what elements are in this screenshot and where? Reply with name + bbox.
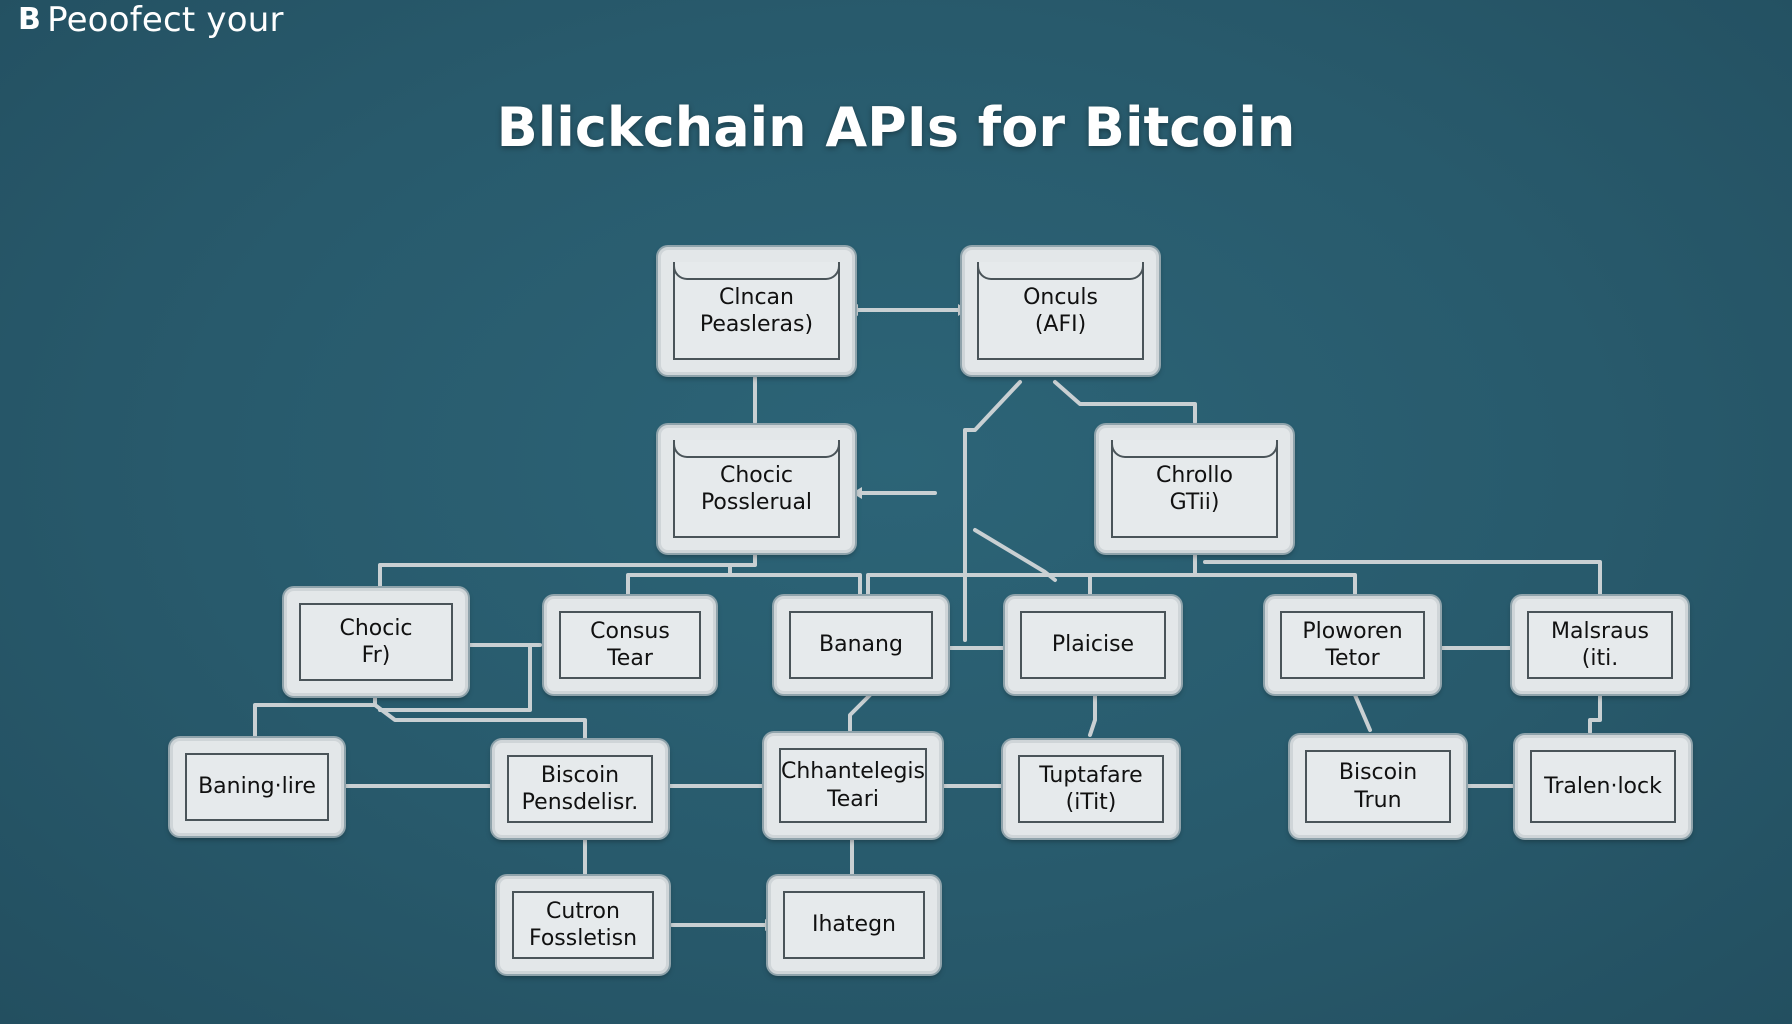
node-n11-label: Baning·lire (198, 774, 316, 800)
node-n1-label: Clncan Peasleras) (699, 284, 814, 338)
connector-n4-bus (866, 550, 1197, 598)
node-n4[interactable]: Chrollo GTii) (1096, 425, 1293, 553)
node-n11[interactable]: Baning·lire (170, 738, 344, 836)
connector-n7-n13 (848, 693, 872, 732)
connector-n4-n9 (1193, 573, 1357, 598)
node-n18-label: Ihategn (812, 912, 896, 938)
node-n17-label: Cutron Fossletisn (528, 898, 638, 952)
node-n17[interactable]: Cutron Fossletisn (497, 876, 669, 974)
node-n9[interactable]: Ploworen Tetor (1265, 596, 1440, 694)
node-n7[interactable]: Banang (774, 596, 948, 694)
node-n14-label: Tuptafare (iTit) (1039, 762, 1143, 816)
node-n15[interactable]: Biscoin Trun (1290, 735, 1466, 838)
node-n12-frame: Biscoin Pensdelisr. (507, 755, 653, 823)
node-n1[interactable]: Clncan Peasleras) (658, 247, 855, 375)
node-n6-frame: Consus Tear (559, 611, 701, 679)
connector-n3-n6 (626, 563, 732, 598)
node-n4-label: Chrollo GTii) (1155, 462, 1233, 516)
node-n7-label: Banang (819, 632, 903, 658)
node-n2[interactable]: Onculs (AFI) (962, 247, 1159, 375)
brand-header: B Peoofect your (18, 0, 284, 40)
node-n16-frame: Tralen·lock (1530, 750, 1676, 823)
node-n6[interactable]: Consus Tear (544, 596, 716, 694)
node-n3[interactable]: Chocic Posslerual (658, 425, 855, 553)
node-n7-frame: Banang (789, 611, 933, 679)
node-n1-frame: Clncan Peasleras) (673, 262, 840, 360)
node-n3-label: Chocic Posslerual (700, 462, 813, 516)
node-n13-label: Chhantelegis Teari (780, 759, 926, 812)
node-n9-frame: Ploworen Tetor (1280, 611, 1425, 679)
node-n5-label: Chocic Fr) (339, 615, 413, 669)
node-n15-frame: Biscoin Trun (1305, 750, 1451, 823)
node-n14-frame: Tuptafare (iTit) (1018, 755, 1164, 823)
connector-n10-n16 (1588, 693, 1602, 734)
node-n10-label: Malsraus (iti. (1551, 618, 1649, 672)
node-n18[interactable]: Ihategn (768, 876, 940, 974)
node-n12[interactable]: Biscoin Pensdelisr. (492, 740, 668, 838)
connector-n4-n10 (1203, 560, 1602, 598)
node-n11-frame: Baning·lire (185, 753, 329, 821)
brand-text: Peoofect your (47, 0, 284, 40)
node-n15-label: Biscoin Trun (1338, 760, 1418, 813)
diagram-title: Blickchain APIs for Bitcoin (496, 96, 1296, 159)
connector-diagonal-mid (973, 528, 1057, 582)
connector-n3-n7 (728, 573, 862, 598)
node-n13-frame: Chhantelegis Teari (779, 748, 927, 823)
node-n14[interactable]: Tuptafare (iTit) (1003, 740, 1179, 838)
node-n8-label: Plaicise (1051, 632, 1135, 658)
node-n13[interactable]: Chhantelegis Teari (764, 733, 942, 838)
node-n5-frame: Chocic Fr) (299, 603, 453, 681)
node-n5[interactable]: Chocic Fr) (284, 588, 468, 696)
node-n2-frame: Onculs (AFI) (977, 262, 1144, 360)
node-n10-frame: Malsraus (iti. (1527, 611, 1673, 679)
node-n10[interactable]: Malsraus (iti. (1512, 596, 1688, 694)
node-n6-label: Consus Tear (590, 618, 670, 672)
connector-n5-n11 (253, 693, 377, 740)
connector-n8-n14 (1088, 693, 1097, 737)
node-n8[interactable]: Plaicise (1005, 596, 1181, 694)
node-n4-frame: Chrollo GTii) (1111, 440, 1278, 538)
node-n12-label: Biscoin Pensdelisr. (521, 762, 639, 816)
node-n16-label: Tralen·lock (1544, 773, 1662, 799)
node-n17-frame: Cutron Fossletisn (512, 891, 654, 959)
connector-n5-n12 (373, 703, 587, 740)
node-n8-frame: Plaicise (1020, 611, 1166, 679)
node-n18-frame: Ihategn (783, 891, 925, 959)
arrowhead-n3 (852, 487, 862, 499)
connector-n3-n5 (378, 550, 757, 590)
connector-n2-n8 (963, 380, 1022, 642)
connector-n9-n15 (1353, 693, 1372, 732)
connector-n5-loop (378, 643, 532, 712)
node-n9-label: Ploworen Tetor (1302, 618, 1403, 672)
node-n2-label: Onculs (AFI) (1023, 284, 1098, 338)
node-n3-frame: Chocic Posslerual (673, 440, 840, 538)
connector-n2-n4 (1053, 380, 1197, 424)
node-n16[interactable]: Tralen·lock (1515, 735, 1691, 838)
brand-logo-icon: B (18, 2, 42, 37)
